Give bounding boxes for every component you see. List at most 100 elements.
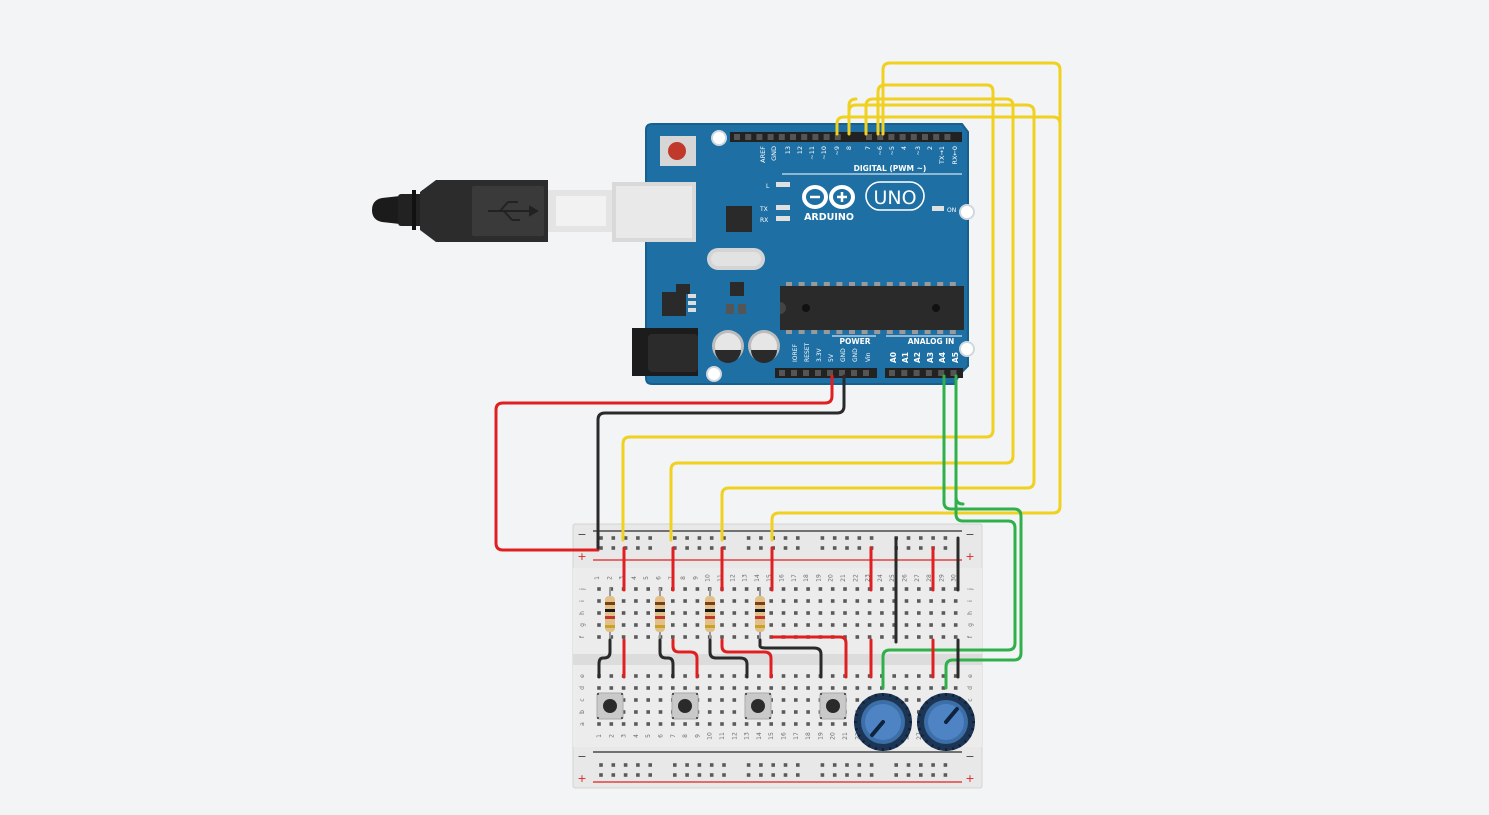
digital-pin-label: ~6: [876, 146, 884, 156]
header-pin[interactable]: [888, 134, 895, 140]
tx-led: [776, 205, 790, 210]
jumper-wire-button[interactable]: [708, 638, 749, 679]
wire-d9[interactable]: [770, 61, 1062, 542]
analog-pin-label: A3: [926, 352, 935, 363]
column-number: 5: [643, 576, 650, 580]
row-letter: f: [967, 635, 974, 638]
pushbutton[interactable]: [744, 692, 772, 720]
resistor[interactable]: [655, 588, 665, 640]
header-pin[interactable]: [827, 370, 833, 376]
analog-pin-label: A2: [913, 352, 922, 363]
column-number: 4: [633, 734, 640, 738]
header-pin[interactable]: [925, 370, 932, 376]
row-letter: g: [967, 623, 974, 627]
header-pin[interactable]: [767, 134, 774, 140]
column-number: 21: [842, 732, 849, 740]
header-pin[interactable]: [823, 134, 830, 140]
header-pin[interactable]: [910, 134, 917, 140]
header-pin[interactable]: [815, 370, 821, 376]
column-number: 2: [606, 576, 613, 580]
usb-chip: [726, 206, 752, 232]
header-pin[interactable]: [756, 134, 763, 140]
capacitor: [712, 330, 744, 363]
resistor[interactable]: [755, 588, 765, 640]
wire-5v[interactable]: [494, 374, 834, 552]
wire-gnd[interactable]: [596, 374, 846, 538]
rx-led: [776, 216, 790, 221]
header-pin[interactable]: [791, 370, 797, 376]
analog-pin-label: A4: [938, 352, 947, 363]
row-letter: b: [579, 710, 586, 714]
header-pin[interactable]: [834, 134, 841, 140]
digital-pin-label: ~10: [820, 146, 828, 160]
wire-d7[interactable]: [669, 97, 1015, 542]
resistor[interactable]: [605, 588, 615, 640]
wire-a4[interactable]: [942, 374, 1023, 690]
jumper-wire-button[interactable]: [597, 638, 612, 679]
digital-pin-label: ~11: [808, 146, 816, 160]
header-pin[interactable]: [803, 370, 809, 376]
column-number: 17: [791, 574, 798, 582]
digital-pin-label: TX→1: [938, 146, 946, 165]
usb-cable[interactable]: [372, 180, 614, 242]
header-pin[interactable]: [779, 370, 785, 376]
column-number: 13: [744, 732, 751, 740]
column-number: 7: [670, 734, 677, 738]
header-pin[interactable]: [913, 370, 920, 376]
uno-badge: [865, 181, 925, 211]
header-pin[interactable]: [745, 134, 752, 140]
resistor[interactable]: [705, 588, 715, 640]
header-pin[interactable]: [812, 134, 819, 140]
header-pin[interactable]: [801, 134, 808, 140]
header-pin[interactable]: [938, 370, 945, 376]
wire-d6[interactable]: [621, 83, 995, 542]
tx-led-label: TX: [759, 206, 768, 213]
header-pin[interactable]: [922, 134, 928, 140]
header-pin[interactable]: [863, 370, 869, 376]
jumper-wire-button[interactable]: [758, 638, 823, 679]
voltage-regulator: [662, 292, 686, 316]
column-number: 12: [729, 574, 736, 582]
header-pin[interactable]: [790, 134, 796, 140]
wire-d8[interactable]: [720, 97, 1036, 542]
column-number: 16: [781, 732, 788, 740]
capacitor: [748, 330, 780, 363]
power-header: [775, 368, 877, 378]
header-pin[interactable]: [889, 370, 895, 376]
jumper-wire-button[interactable]: [671, 638, 699, 679]
mounting-hole: [711, 130, 727, 146]
breadboard[interactable]: − − + + − − + + 112233445566778899101011…: [572, 523, 983, 789]
header-pin[interactable]: [734, 134, 740, 140]
jumper-wire-button[interactable]: [770, 635, 848, 679]
pushbutton[interactable]: [596, 692, 624, 720]
jumper-wire-button[interactable]: [658, 638, 675, 679]
pushbutton[interactable]: [819, 692, 847, 720]
potentiometer[interactable]: [917, 693, 975, 751]
digital-pin-label: 8: [845, 146, 853, 150]
reset-button[interactable]: [660, 136, 696, 166]
header-pin[interactable]: [778, 134, 785, 140]
atmega-microcontroller: [780, 282, 964, 334]
column-number: 19: [815, 574, 822, 582]
column-number: 8: [680, 576, 687, 580]
wire-a5[interactable]: [881, 374, 1017, 690]
header-pin[interactable]: [950, 370, 957, 376]
column-number: 19: [817, 732, 824, 740]
header-pin[interactable]: [944, 134, 951, 140]
header-pin[interactable]: [866, 134, 872, 140]
row-letter: e: [967, 674, 974, 678]
jumper-wire-button[interactable]: [720, 638, 773, 679]
header-pin[interactable]: [851, 370, 857, 376]
header-pin[interactable]: [901, 370, 908, 376]
header-pin[interactable]: [877, 134, 884, 140]
header-pin[interactable]: [933, 134, 940, 140]
potentiometer[interactable]: [854, 693, 912, 751]
pushbutton[interactable]: [671, 692, 699, 720]
row-letter: d: [579, 686, 586, 690]
column-number: 16: [779, 574, 786, 582]
center-channel: [573, 654, 982, 665]
digital-pin-label: ~3: [914, 146, 922, 156]
header-pin[interactable]: [839, 370, 845, 376]
header-pin[interactable]: [899, 134, 906, 140]
